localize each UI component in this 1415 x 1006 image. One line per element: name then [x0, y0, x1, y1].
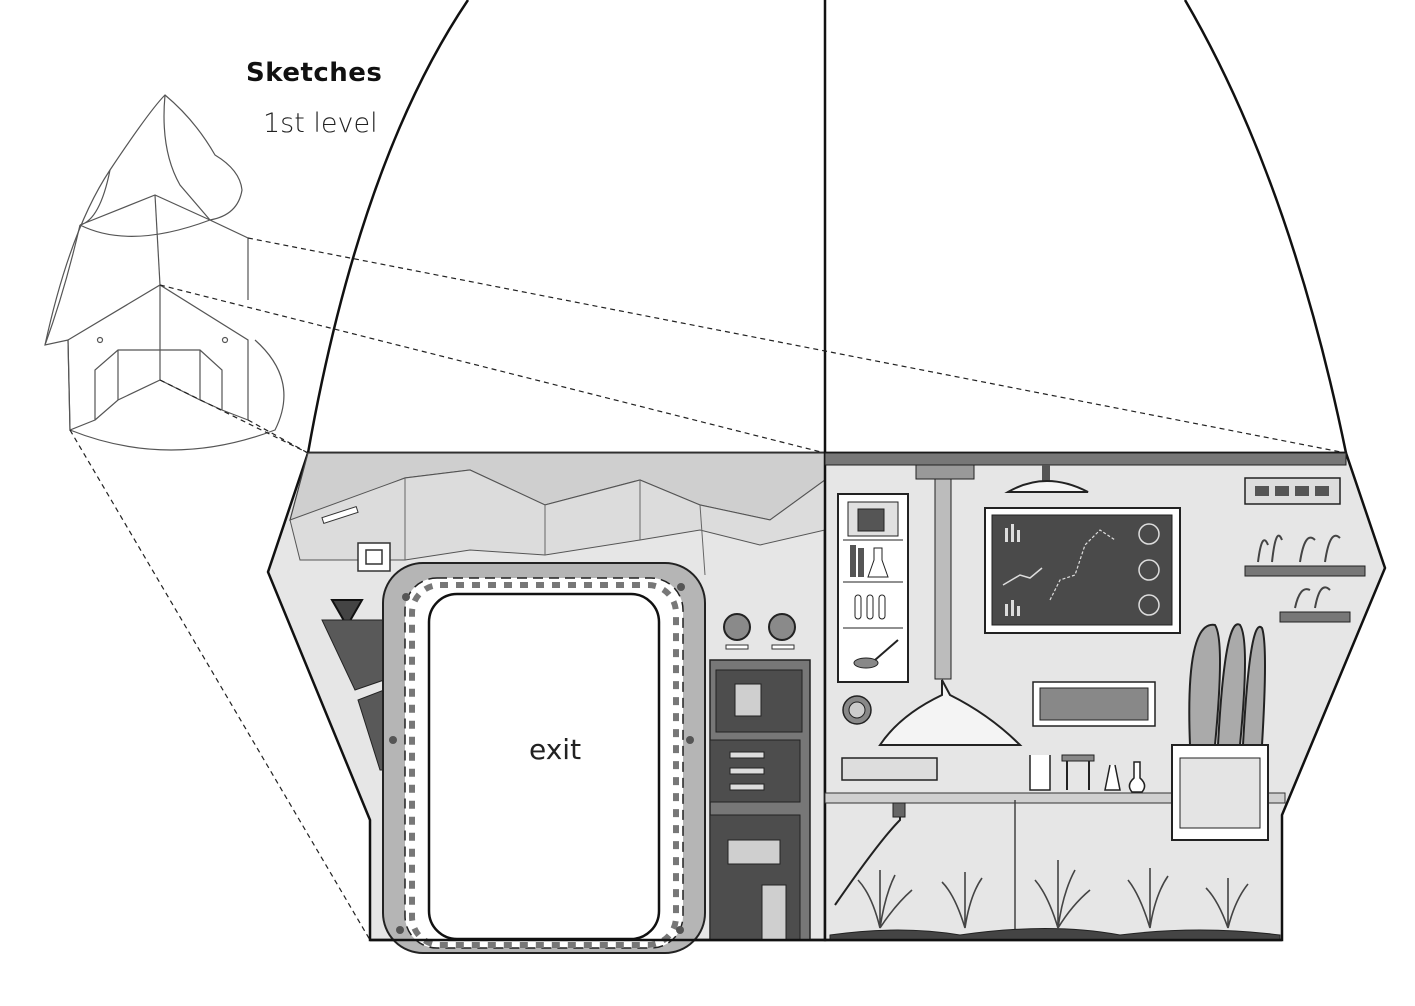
exit-door	[427, 592, 661, 941]
exit-door-label: exit	[529, 733, 582, 766]
sketch-title: Sketches	[246, 58, 383, 88]
left-panel	[266, 451, 827, 954]
right-panel	[823, 451, 1387, 942]
warning-triangle-icon	[330, 599, 364, 629]
projection-lines	[69, 237, 1347, 941]
pod-3d-sketch	[44, 94, 285, 451]
sketch-subtitle: 1st level	[263, 108, 378, 139]
